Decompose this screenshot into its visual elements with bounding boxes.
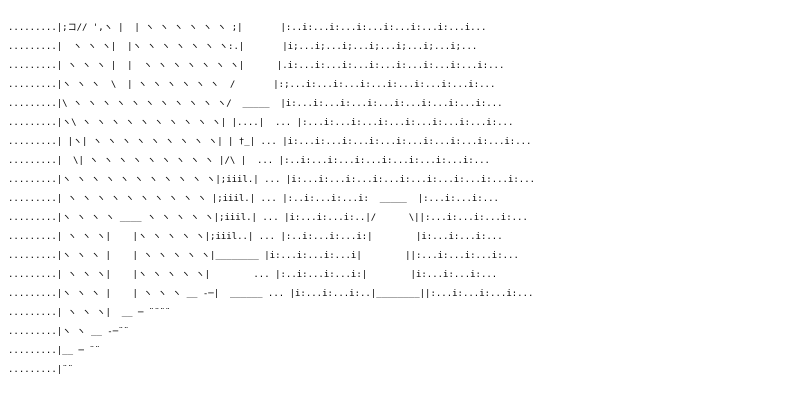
ascii-art-line: .........| \| ヽ ヽ ヽ ヽ ヽ ヽ ヽ ヽ ヽ |/\ | ..… (8, 156, 490, 166)
ascii-art-line: .........|;コ// ',ヽ | | ヽ ヽ ヽ ヽ ヽ ヽ ;| |:… (8, 23, 486, 33)
ascii-art-line: .........| ヽ ヽ ヽ| __ ─ ¨¨¨¨ (8, 308, 208, 318)
ascii-art-line: .........|ヽ ヽ ヽ ヽ ヽ ヽ ヽ ヽ ヽ ヽ ヽ|;iiil.| … (8, 175, 535, 185)
ascii-art-line: .........| ヽ ヽ ヽ ヽ ヽ ヽ ヽ ヽ ヽ ヽ |;iiil.| … (8, 194, 499, 204)
ascii-art-line: .........| ヽ ヽ ヽ| |ヽ ヽ ヽ ヽ ヽ ヽ ヽ:.| |i;.… (8, 42, 477, 52)
ascii-art-line: .........|ヽ ヽ ヽ | | ヽ ヽ ヽ ヽ ヽ|________ |… (8, 251, 519, 261)
ascii-art-line: .........|ヽ ヽ ヽ | | ヽ ヽ ヽ __ -─| ______ … (8, 289, 533, 299)
ascii-art-line: .........| ヽ ヽ ヽ| |ヽ ヽ ヽ ヽ ヽ|;iiil..| ..… (8, 232, 503, 242)
ascii-art-line: .........|ヽ ヽ ヽ ヽ ____ ヽ ヽ ヽ ヽ ヽ|;iiil.|… (8, 213, 528, 223)
ascii-art-line: .........|__ ─ ¨¨ (8, 346, 225, 356)
ascii-art-line: .........|\ ヽ ヽ ヽ ヽ ヽ ヽ ヽ ヽ ヽ ヽ ヽ/ _____… (8, 99, 503, 109)
ascii-art-line: .........| ヽ ヽ ヽ| |ヽ ヽ ヽ ヽ ヽ| ... |:..i:… (8, 270, 497, 280)
ascii-art-line: .........|ヽ ヽ ヽ \ | ヽ ヽ ヽ ヽ ヽ ヽ / |:;...… (8, 80, 495, 90)
ascii-art-line: .........|¨¨ (8, 365, 230, 375)
ascii-art-line: .........|ヽ ヽ __ -─¨¨ (8, 327, 221, 337)
ascii-art-line: .........| |ヽ| ヽ ヽ ヽ ヽ ヽ ヽ ヽ ヽ ヽ| | †_| … (8, 137, 531, 147)
ascii-art-line: .........| ヽ ヽ ヽ | | ヽ ヽ ヽ ヽ ヽ ヽ ヽ| |.i:… (8, 61, 504, 71)
ascii-art-line: .........|ヽ\ ヽ ヽ ヽ ヽ ヽ ヽ ヽ ヽ ヽ ヽ| |....|… (8, 118, 513, 128)
ascii-art-lines: .........|;コ// ',ヽ | | ヽ ヽ ヽ ヽ ヽ ヽ ;| |:… (8, 23, 535, 375)
